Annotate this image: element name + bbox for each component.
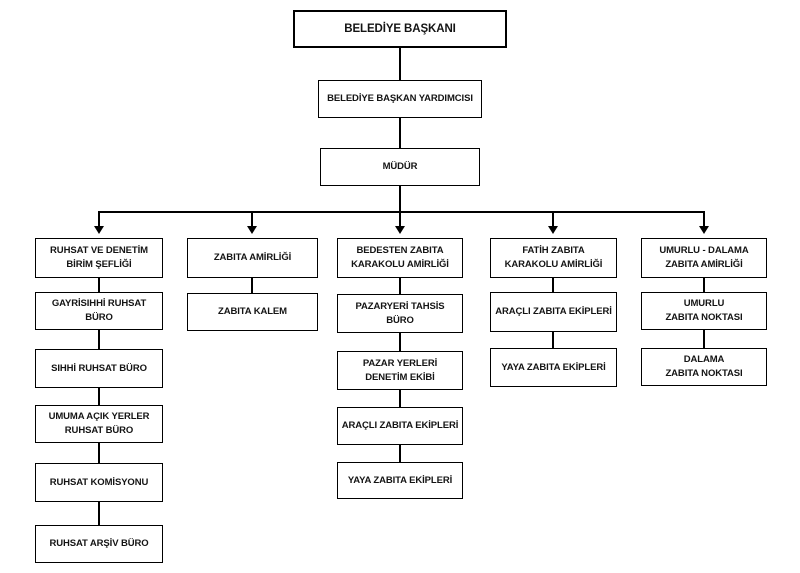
- connector-line: [399, 118, 401, 148]
- connector-line: [98, 211, 100, 226]
- node-sihhi-ruhsat-buro: SIHHİ RUHSAT BÜRO: [35, 349, 163, 388]
- node-yaya-zabita-ekipleri-fatih: YAYA ZABITA EKİPLERİ: [490, 348, 617, 387]
- connector-line: [703, 330, 705, 348]
- connector-line: [552, 278, 554, 292]
- connector-line: [98, 330, 100, 349]
- connector-line: [98, 278, 100, 292]
- branch-line: [98, 211, 705, 213]
- node-dalama-zabita-noktasi: DALAMA ZABITA NOKTASI: [641, 348, 767, 386]
- connector-line: [399, 48, 401, 80]
- node-umurlu-zabita-noktasi: UMURLU ZABITA NOKTASI: [641, 292, 767, 330]
- node-belediye-baskan-yardimcisi: BELEDİYE BAŞKAN YARDIMCISI: [318, 80, 482, 118]
- node-umuma-acik-yerler-ruhsat-buro: UMUMA AÇIK YERLER RUHSAT BÜRO: [35, 405, 163, 443]
- node-fatih-zabita-karakolu-amirligi: FATİH ZABITA KARAKOLU AMİRLİĞİ: [490, 238, 617, 278]
- connector-line: [552, 211, 554, 226]
- node-umurlu-dalama-zabita-amirligi: UMURLU - DALAMA ZABITA AMİRLİĞİ: [641, 238, 767, 278]
- node-zabita-kalem: ZABITA KALEM: [187, 293, 318, 331]
- connector-line: [399, 186, 401, 213]
- node-ruhsat-arsiv-buro: RUHSAT ARŞİV BÜRO: [35, 525, 163, 563]
- connector-line: [98, 502, 100, 525]
- down-arrow-icon: [699, 226, 709, 234]
- connector-line: [399, 390, 401, 407]
- down-arrow-icon: [247, 226, 257, 234]
- connector-line: [399, 445, 401, 462]
- down-arrow-icon: [94, 226, 104, 234]
- node-belediye-baskani: BELEDİYE BAŞKANI: [293, 10, 507, 48]
- node-zabita-amirligi: ZABITA AMİRLİĞİ: [187, 238, 318, 278]
- connector-line: [98, 443, 100, 463]
- connector-line: [703, 211, 705, 226]
- node-ruhsat-komisyonu: RUHSAT KOMİSYONU: [35, 463, 163, 502]
- connector-line: [251, 278, 253, 293]
- node-yaya-zabita-ekipleri-bedesten: YAYA ZABITA EKİPLERİ: [337, 462, 463, 499]
- node-mudur: MÜDÜR: [320, 148, 480, 186]
- node-pazar-yerleri-denetim-ekibi: PAZAR YERLERİ DENETİM EKİBİ: [337, 351, 463, 390]
- node-aracli-zabita-ekipleri-fatih: ARAÇLI ZABITA EKİPLERİ: [490, 292, 617, 332]
- node-aracli-zabita-ekipleri-bedesten: ARAÇLI ZABITA EKİPLERİ: [337, 407, 463, 445]
- connector-line: [399, 211, 401, 226]
- node-ruhsat-ve-denetim-birim-sefligi: RUHSAT VE DENETİM BİRİM ŞEFLİĞİ: [35, 238, 163, 278]
- connector-line: [703, 278, 705, 292]
- connector-line: [399, 278, 401, 294]
- connector-line: [251, 211, 253, 226]
- down-arrow-icon: [395, 226, 405, 234]
- connector-line: [399, 333, 401, 351]
- node-pazaryeri-tahsis-buro: PAZARYERİ TAHSİS BÜRO: [337, 294, 463, 333]
- connector-line: [98, 388, 100, 405]
- node-bedesten-zabita-karakolu-amirligi: BEDESTEN ZABITA KARAKOLU AMİRLİĞİ: [337, 238, 463, 278]
- connector-line: [552, 332, 554, 348]
- down-arrow-icon: [548, 226, 558, 234]
- node-gayrisihhi-ruhsat-buro: GAYRİSIHHİ RUHSAT BÜRO: [35, 292, 163, 330]
